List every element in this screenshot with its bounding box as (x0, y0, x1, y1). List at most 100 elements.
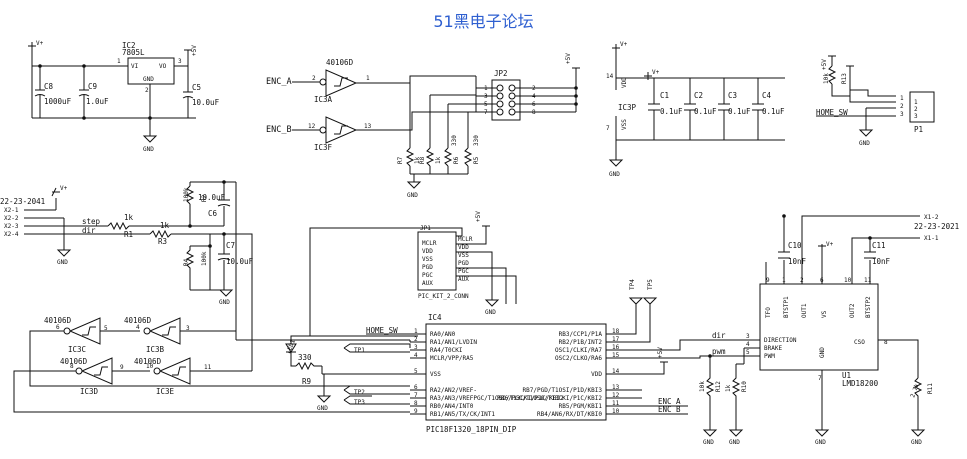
mcu-part: PIC18F1320_18PIN_DIP (426, 425, 517, 434)
plus5v-label-icsp: +5V (475, 211, 482, 222)
mcu-right-pin-num: 12 (612, 392, 620, 399)
ic3c-ref: IC3C (68, 345, 86, 354)
gnd-label-r10: GND (729, 439, 740, 446)
enc-a-in-label: ENC_A (266, 77, 292, 87)
ic3p-power: V+ 14 VDD IC3P 7 VSS GND V+ C1 0.1uF C2 … (606, 41, 785, 178)
r13-value: 10k (823, 73, 830, 84)
p1-pin1: 1 (900, 95, 904, 102)
gnd-label-input: GND (57, 259, 68, 266)
ic3c-part: 40106D (44, 316, 72, 325)
icsp-pin-pgc: PGC (422, 272, 433, 279)
tp2-label: TP2 (354, 389, 365, 396)
r4-ref: R4 (183, 258, 190, 266)
r5-ref: R5 (473, 156, 480, 164)
driver-pwm: PWM (764, 353, 775, 360)
gnd-label-p1: GND (859, 140, 870, 147)
driver-vs: VS (821, 310, 828, 318)
ic3b-out-pin: 4 (136, 324, 140, 331)
icsp-r-vdd: VDD (458, 244, 469, 251)
ic2-ref: IC2 (122, 41, 136, 50)
p1-pin2: 2 (900, 103, 904, 110)
r6-value: 330 (451, 135, 458, 146)
driver-direction: DIRECTION (764, 337, 797, 344)
c3-ref: C3 (728, 91, 737, 100)
icsp-pin-aux: AUX (422, 280, 433, 287)
r2-value: 100k (183, 187, 190, 202)
icsp-r-aux: AUX (458, 276, 469, 283)
icsp-r-vss: VSS (458, 252, 469, 259)
mcu-left-pin-num: 3 (414, 344, 418, 351)
mcu-left-pin-name: MCLR/VPP/RA5 (430, 355, 474, 362)
c5-value: 10.0uF (192, 98, 220, 107)
mcu-home-sw-label: HOME_SW (366, 326, 398, 335)
ic2-pin2: 2 (145, 87, 149, 94)
mcu-right-pin-name: RB3/CCP1/P1A (559, 331, 603, 338)
mcu-right-pin-name: OSC2/CLKO/RA6 (555, 355, 602, 362)
mcu-right-pin-name: OSC1/CLKI/RA7 (555, 347, 602, 354)
pwm-net-label: pwm (712, 347, 726, 356)
enc-b-in-label: ENC_B (266, 125, 292, 135)
gnd-label-r11: GND (911, 439, 922, 446)
driver-ref: U1 (842, 371, 851, 380)
led1-label: LED1 (285, 338, 297, 354)
encoder-input-section: ENC_A 2 40106D IC3A 1 ENC_B 12 IC3F 13 (266, 58, 476, 152)
mcu-right-pin-num: 13 (612, 384, 620, 391)
ic3f-out-pin: 13 (364, 123, 372, 130)
driver-cso: CSO (854, 339, 865, 346)
r10-value: 1k (725, 384, 732, 392)
gnd-label-ps: GND (143, 146, 154, 153)
jp2-ref: JP2 (494, 69, 508, 78)
ic2-pin1: 1 (117, 58, 121, 65)
ic3e-part: 40106D (134, 357, 162, 366)
driver-pin11: 11 (864, 277, 872, 284)
ic3b-part: 40106D (124, 316, 152, 325)
vplus-label-driver: V+ (826, 241, 834, 248)
gnd-label-driver: GND (815, 439, 826, 446)
r13-ref: R13 (841, 73, 848, 84)
c7-ref: C7 (226, 241, 235, 250)
tp3-label: TP3 (354, 399, 365, 406)
p1-home-switch-connector: +5V 10k R13 HOME_SW GND 1 2 3 1 2 3 P1 (816, 55, 935, 147)
r10-ref: R10 (741, 381, 748, 392)
ic2-pin3: 3 (178, 58, 182, 65)
tp5-label: TP5 (647, 279, 654, 290)
r8-ref: R8 (419, 156, 426, 164)
r8-value: 1k (435, 156, 442, 164)
driver-pin3: 3 (746, 333, 750, 340)
driver-out2: OUT2 (849, 303, 856, 318)
c10-ref: C10 (788, 241, 802, 250)
c9-ref: C9 (88, 82, 97, 91)
mcu-left-pin-name: RA2/AN2/VREF- (430, 387, 477, 394)
motor-conn-label: 22-23-2021 (914, 222, 959, 231)
gnd-label-jp: GND (407, 192, 418, 199)
ic3c-out-pin: 6 (56, 324, 60, 331)
r12-ref: R12 (715, 381, 722, 392)
motor-x1-1: X1-1 (924, 235, 939, 242)
mcu-left-pin-name: RB0/AN4/INT0 (430, 403, 474, 410)
ic2-gnd-pin: GND (143, 76, 154, 83)
mcu-right-pin-name: VDD (591, 371, 602, 378)
mcu-left-pin-name: VSS (430, 371, 441, 378)
r12-value: 10k (699, 381, 706, 392)
mcu-right-pin-num: 14 (612, 368, 620, 375)
ic3c-in-pin: 5 (104, 325, 108, 332)
ic3a-ref: IC3A (314, 95, 333, 104)
plus5v-label-mcu: +5V (657, 347, 664, 358)
c2-ref: C2 (694, 91, 703, 100)
icsp-r-mclr: MCLR (458, 236, 473, 243)
driver-pin8: 8 (884, 339, 888, 346)
driver-btstp2: BTSTP2 (865, 296, 872, 318)
mcu-left-pin-num: 4 (414, 352, 418, 359)
ic3e-out-pin: 10 (146, 363, 154, 370)
p1-box-pin3: 3 (914, 113, 918, 120)
dir-net-label: dir (712, 331, 726, 340)
gnd-label-ic3p: GND (609, 171, 620, 178)
ic3d-part: 40106D (60, 357, 88, 366)
c4-value: 0.1uF (762, 107, 785, 116)
gnd-label-r12: GND (703, 439, 714, 446)
input-x2-2: X2-2 (4, 215, 19, 222)
r7-ref: R7 (397, 156, 404, 164)
ic2-regulator-body (127, 57, 175, 85)
r2-ref: R2 (201, 194, 208, 202)
